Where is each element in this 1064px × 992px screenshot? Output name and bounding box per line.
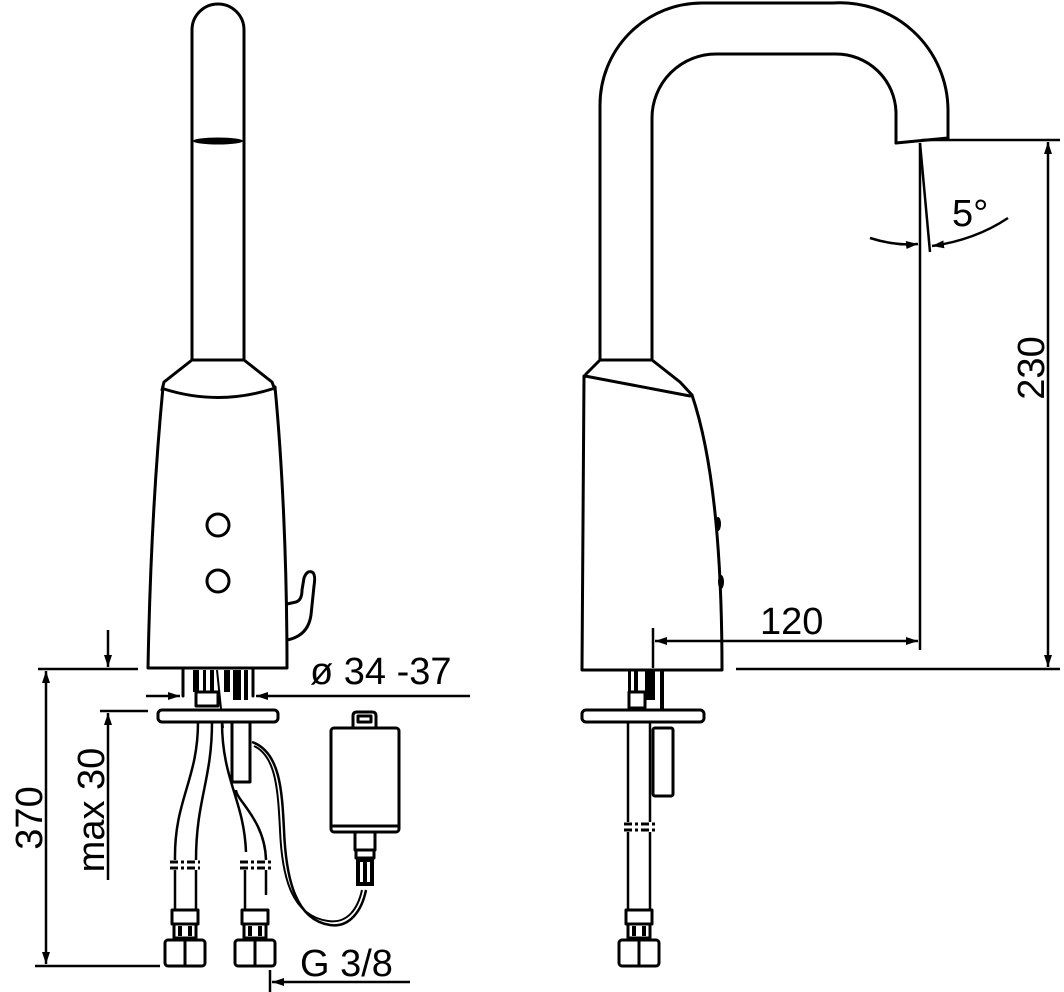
side-spout-outer [598, 1, 950, 362]
dimension-spout-height: 230 [1011, 336, 1053, 399]
side-threaded-rod [651, 726, 675, 798]
front-dimensions: 370 max 30 ø 34 -37 G 3/8 [9, 630, 470, 992]
sensor-window-upper [205, 512, 231, 538]
dimension-deck-thickness: max 30 [71, 748, 113, 873]
dimension-total-height: 370 [9, 786, 51, 849]
front-view [146, 2, 401, 968]
side-collar-bevel [583, 374, 692, 398]
dimension-spout-reach: 120 [760, 601, 823, 643]
dimension-hole-diameter: ø 34 -37 [310, 651, 452, 693]
side-mounting-shank [627, 670, 664, 710]
threaded-rod [230, 720, 252, 784]
hose-left [173, 721, 214, 861]
side-dimensions: 230 5° 120 [651, 138, 1060, 671]
front-side-lever [285, 570, 317, 642]
front-collar [160, 358, 277, 392]
side-hose [626, 722, 652, 910]
hose-right [220, 721, 268, 861]
mounting-shank [181, 668, 255, 729]
control-box [329, 710, 401, 886]
side-sensor-bump-upper [715, 517, 721, 531]
sensor-cable [251, 740, 368, 927]
front-collar-curve [162, 387, 274, 399]
side-body [580, 374, 724, 672]
sensor-window-lower [205, 568, 231, 594]
side-connection-nut [617, 908, 661, 968]
side-view [580, 1, 950, 968]
front-mounting-plate [156, 708, 280, 724]
outlet-angle-line [918, 142, 932, 253]
front-spout-tube [190, 2, 246, 362]
side-spout-inner [650, 52, 898, 362]
front-body [146, 385, 289, 670]
aerator-band [193, 137, 243, 145]
connection-nut-left [163, 908, 207, 968]
dimension-spout-angle: 5° [952, 193, 988, 235]
side-sensor-bump-lower [718, 575, 724, 589]
connection-nut-right [233, 908, 277, 968]
side-mounting-plate [580, 708, 706, 724]
dimension-connection-thread: G 3/8 [300, 943, 393, 985]
dimension-arc-angle [931, 216, 1009, 249]
hose-lower-sections [173, 870, 268, 910]
